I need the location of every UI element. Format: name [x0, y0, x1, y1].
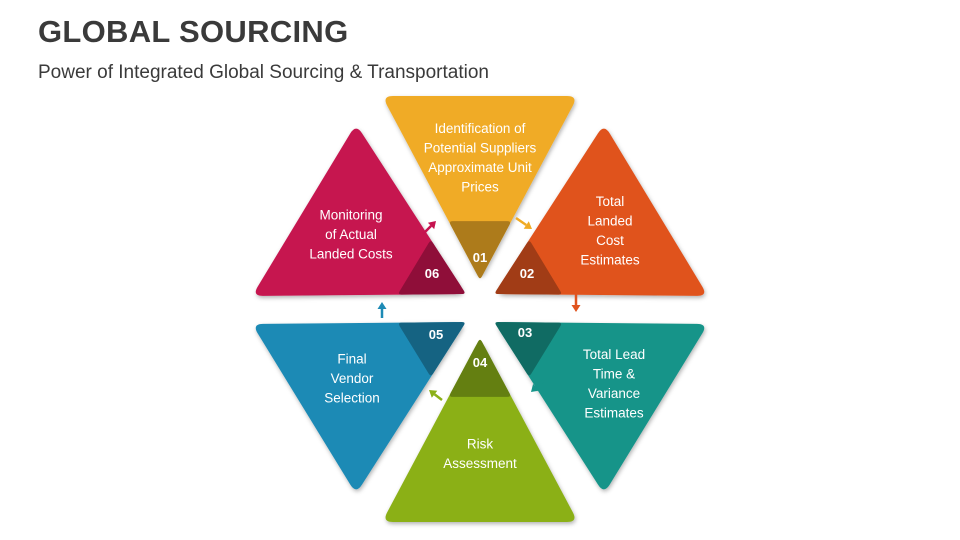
page-subtitle: Power of Integrated Global Sourcing & Tr…: [38, 62, 489, 83]
segment-number: 05: [429, 327, 443, 342]
segment-number-badge: [495, 241, 562, 295]
segment-triangle: [255, 128, 463, 296]
segment-number-badge: [449, 339, 511, 397]
segment-label-line: Variance: [588, 386, 640, 401]
segment-label-line: Risk: [467, 436, 493, 451]
segment-number: 03: [518, 325, 532, 340]
segment-label-line: Landed Costs: [309, 247, 393, 262]
segment-label-line: Selection: [324, 391, 380, 406]
segment-label-line: Potential Suppliers: [424, 140, 537, 155]
segment-label-line: Vendor: [331, 371, 374, 386]
segment-label-line: Final: [337, 352, 366, 367]
segment-number-badge: [495, 322, 562, 376]
segment-triangle: [385, 342, 575, 522]
segment-label-line: Landed: [587, 213, 632, 228]
segment-label-line: Estimates: [580, 252, 640, 267]
segment-label-line: Total: [596, 194, 625, 209]
arrow-03-to-04: [531, 379, 545, 392]
segment-label-line: Identification of: [435, 121, 526, 136]
segment-label-line: Time &: [593, 366, 635, 381]
arrow-04-to-05: [429, 390, 443, 401]
segment-number-badge: [398, 241, 465, 295]
segment-label-line: Prices: [461, 179, 499, 194]
segment-label-line: of Actual: [325, 227, 377, 242]
page-title: GLOBAL SOURCING: [38, 14, 349, 49]
segment-label-line: Total Lead: [583, 347, 645, 362]
arrow-05-to-06: [377, 302, 387, 318]
segment-triangle: [385, 96, 575, 276]
segment-number: 02: [520, 266, 534, 281]
segment-triangle: [497, 322, 705, 490]
segment-number-badge: [449, 221, 511, 279]
segment-label-line: Estimates: [584, 405, 644, 420]
segment-triangle: [255, 322, 463, 490]
segment-number: 01: [473, 250, 487, 265]
arrow-02-to-03: [571, 294, 581, 312]
segment-label-line: Assessment: [443, 456, 517, 471]
segment-label-line: Approximate Unit: [428, 160, 532, 175]
segment-01: 01 Identification of Potential SuppliersAp…: [385, 96, 575, 279]
segment-triangle: [497, 128, 705, 296]
segment-label-line: Monitoring: [319, 208, 382, 223]
arrow-06-to-01: [422, 221, 436, 235]
segment-label-line: Cost: [596, 233, 624, 248]
segment-number: 06: [425, 266, 439, 281]
segment-number: 04: [473, 355, 488, 370]
segment-number-badge: [398, 322, 465, 376]
arrow-01-to-02: [515, 216, 532, 229]
